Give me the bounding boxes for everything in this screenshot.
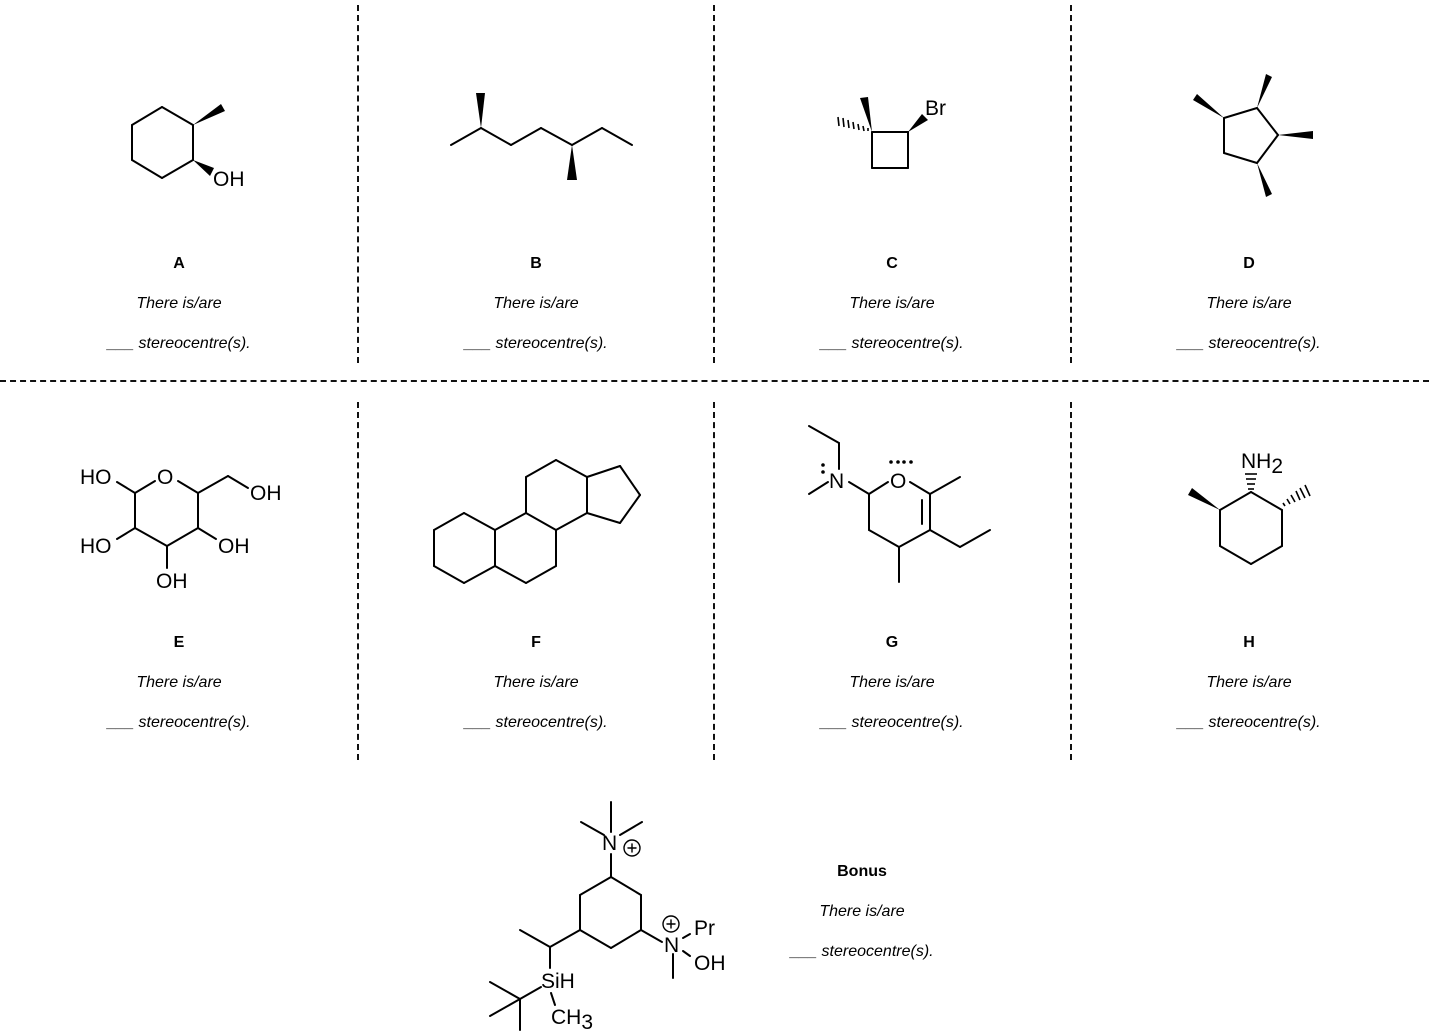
divider-vertical — [357, 5, 359, 363]
caption-h: H There is/are ___ stereocentre(s). — [1099, 634, 1399, 734]
compound-label: C — [886, 255, 898, 272]
atom-oh: OH — [218, 535, 250, 558]
question-text: There is/are — [1206, 295, 1292, 312]
compound-label: G — [885, 634, 899, 651]
caption-a: A There is/are ___ stereocentre(s). — [29, 255, 329, 355]
atom-pr: Pr — [694, 917, 715, 940]
divider-vertical — [357, 402, 359, 760]
compound-label: H — [1243, 634, 1255, 651]
question-text: There is/are — [849, 295, 935, 312]
atom-nh2: NH2 — [1241, 450, 1283, 478]
caption-f: F There is/are ___ stereocentre(s). — [386, 634, 686, 734]
answer-blank[interactable]: ___ stereocentre(s). — [464, 335, 608, 352]
atom-oh: OH — [250, 482, 282, 505]
compound-label: F — [531, 634, 541, 651]
atom-sih: SiH — [541, 970, 575, 993]
compound-label: B — [530, 255, 542, 272]
atom-ho: HO — [80, 535, 112, 558]
caption-bonus: Bonus There is/are ___ stereocentre(s). — [712, 863, 1012, 963]
atom-o: O — [157, 466, 173, 489]
divider-vertical — [1070, 402, 1072, 760]
atom-oh: OH — [213, 168, 245, 191]
atom-br: Br — [925, 97, 946, 120]
answer-blank[interactable]: ___ stereocentre(s). — [107, 714, 251, 731]
compound-label: D — [1243, 255, 1255, 272]
answer-blank[interactable]: ___ stereocentre(s). — [1177, 335, 1321, 352]
answer-blank[interactable]: ___ stereocentre(s). — [790, 943, 934, 960]
atom-o: O — [890, 470, 906, 493]
atom-n: N — [664, 934, 679, 957]
divider-vertical — [1070, 5, 1072, 363]
answer-blank[interactable]: ___ stereocentre(s). — [820, 335, 964, 352]
question-text: There is/are — [849, 674, 935, 691]
question-text: There is/are — [819, 903, 905, 920]
atom-n: N — [829, 470, 844, 493]
atom-ho: HO — [80, 466, 112, 489]
question-text: There is/are — [136, 674, 222, 691]
atom-ch3: CH3 — [551, 1006, 593, 1034]
caption-b: B There is/are ___ stereocentre(s). — [386, 255, 686, 355]
atom-n: N — [602, 832, 617, 855]
divider-vertical — [713, 5, 715, 363]
compound-label: A — [173, 255, 185, 272]
atom-oh: OH — [694, 952, 726, 975]
caption-g: G There is/are ___ stereocentre(s). — [742, 634, 1042, 734]
compound-label: Bonus — [837, 863, 887, 880]
answer-blank[interactable]: ___ stereocentre(s). — [107, 335, 251, 352]
question-text: There is/are — [493, 295, 579, 312]
caption-c: C There is/are ___ stereocentre(s). — [742, 255, 1042, 355]
divider-horizontal — [0, 380, 1429, 382]
question-text: There is/are — [1206, 674, 1292, 691]
answer-blank[interactable]: ___ stereocentre(s). — [820, 714, 964, 731]
caption-d: D There is/are ___ stereocentre(s). — [1099, 255, 1399, 355]
divider-vertical — [713, 402, 715, 760]
caption-e: E There is/are ___ stereocentre(s). — [29, 634, 329, 734]
compound-label: E — [173, 634, 185, 651]
question-text: There is/are — [493, 674, 579, 691]
question-text: There is/are — [136, 295, 222, 312]
answer-blank[interactable]: ___ stereocentre(s). — [464, 714, 608, 731]
answer-blank[interactable]: ___ stereocentre(s). — [1177, 714, 1321, 731]
atom-oh: OH — [156, 570, 188, 593]
